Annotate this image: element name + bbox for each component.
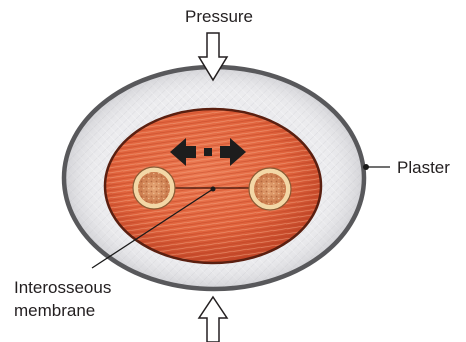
membrane-label-line2: membrane [14,301,95,320]
pressure-label: Pressure [185,7,253,26]
bone-right [249,168,291,210]
hollow-up-arrow-icon [199,297,227,342]
plaster-pointer [363,164,390,170]
membrane-label-line1: Interosseous [14,278,111,297]
bone-left [133,167,175,209]
plaster-label: Plaster [397,158,450,177]
